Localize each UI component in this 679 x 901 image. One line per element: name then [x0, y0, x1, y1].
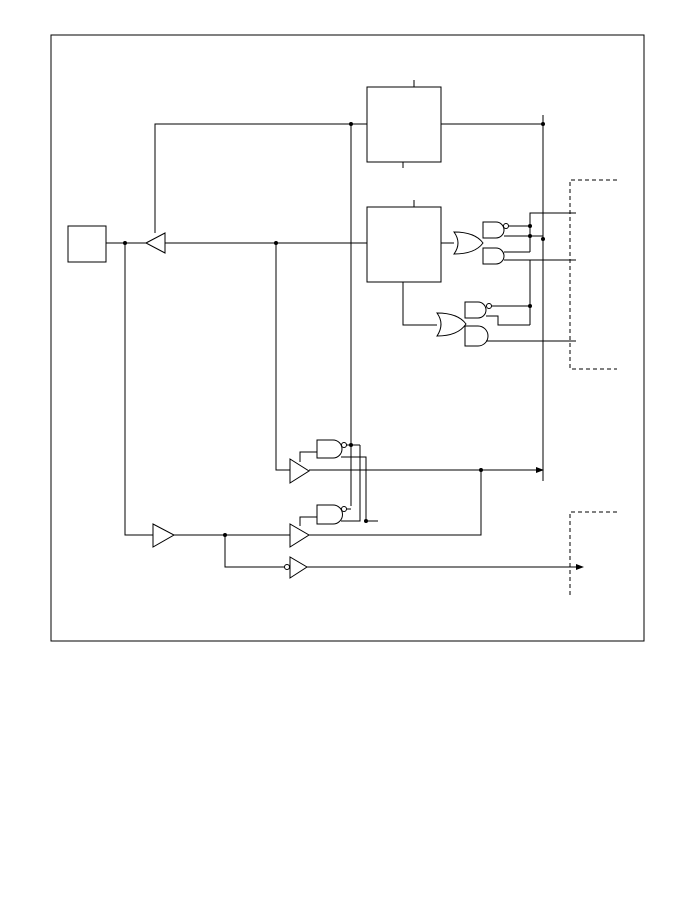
junction-dot: [528, 304, 532, 308]
wire-2a-in2: [486, 315, 530, 326]
wire-and2-in: [299, 516, 317, 526]
junction-dot: [541, 237, 545, 241]
junction-dot: [528, 234, 532, 238]
buffer-lower-1: [289, 458, 310, 484]
or-gate-2: [436, 312, 467, 337]
wire-to-connector-1: [529, 212, 576, 252]
wire-and1-in2: [341, 456, 378, 522]
buffer-input-lower: [152, 523, 176, 548]
and-gate-lower-2: [316, 504, 343, 525]
and-gate-1b: [482, 247, 505, 265]
wire-vertical-125: [124, 243, 153, 536]
wire-vertical-276: [275, 243, 290, 471]
and-gate-2b: [464, 325, 489, 347]
and-gate-lower-1: [316, 439, 343, 459]
inverter-gate: [289, 556, 308, 579]
register-block-middle: [366, 206, 442, 283]
inverter-bubble: [486, 303, 492, 309]
schematic-border: [50, 34, 645, 642]
inverter-bubble: [341, 442, 347, 448]
input-pin-box: [67, 225, 107, 263]
input-buffer-left: [144, 232, 166, 254]
nand-gate-1a: [482, 221, 505, 239]
wire-and2-in2: [341, 445, 361, 522]
inverter-bubble: [341, 506, 347, 512]
wire-top-loop: [154, 123, 367, 233]
junction-dot: [364, 519, 368, 523]
register-block-top: [366, 86, 442, 163]
junction-dot: [349, 443, 353, 447]
junction-dot: [541, 122, 545, 126]
or-gate-1: [453, 231, 484, 255]
connector-top-dashed: [569, 179, 617, 370]
buffer-lower-2: [289, 523, 310, 548]
output-arrow-icon: [576, 564, 584, 570]
wire-to-inverter: [224, 535, 290, 568]
inverter-bubble: [503, 223, 509, 229]
junction-dot: [528, 224, 532, 228]
connector-bottom-dashed: [569, 511, 617, 595]
wire-register-mid-down: [402, 282, 437, 326]
wire-and1-in: [299, 451, 317, 462]
wire-buffer3-out: [309, 470, 482, 536]
inverter-bubble: [284, 564, 290, 570]
nand-gate-2a: [464, 301, 487, 319]
